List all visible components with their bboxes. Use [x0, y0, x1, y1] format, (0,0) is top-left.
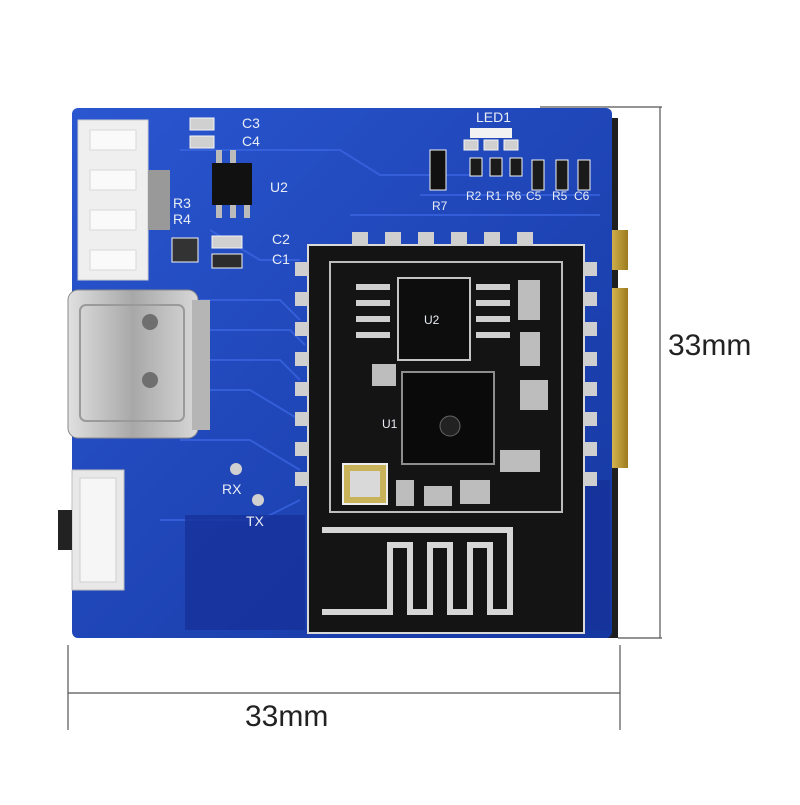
silk-tx: TX: [246, 513, 265, 529]
silk-c5: C5: [526, 189, 542, 203]
tx-via: [252, 494, 264, 506]
tactile-switch: [58, 469, 125, 591]
silk-c2: C2: [272, 231, 290, 247]
height-dimension-label: 33mm: [668, 329, 752, 362]
module-pads: [295, 232, 597, 486]
silk-c3: C3: [242, 115, 260, 131]
silk-c4: C4: [242, 133, 260, 149]
silk-module-u1: U1: [382, 417, 398, 431]
silk-rx: RX: [222, 481, 242, 497]
wifi-module: [295, 232, 597, 634]
silk-r4: R4: [173, 211, 191, 227]
jst-connector: [77, 119, 170, 281]
rx-via: [230, 463, 242, 475]
pcb-antenna: [322, 527, 513, 615]
dimension-lines: [67, 106, 662, 730]
silk-r5: R5: [552, 189, 568, 203]
width-dimension-label: 33mm: [245, 700, 329, 733]
edge-pin-strip: [608, 288, 628, 468]
silk-r2: R2: [466, 189, 482, 203]
usb-c-connector: [67, 289, 210, 439]
silkscreen-labels: LED1 C3 C4 U2 R3 R4 C2 C1 R7 R2 R1 R6 C5…: [173, 109, 590, 529]
led: [470, 128, 512, 138]
silk-r7: R7: [432, 199, 448, 213]
silk-c6: C6: [574, 189, 590, 203]
silk-module-u2: U2: [424, 313, 440, 327]
regulator-chip: [212, 150, 252, 218]
silk-r3: R3: [173, 195, 191, 211]
silk-led: LED1: [476, 109, 511, 125]
silk-c1: C1: [272, 251, 290, 267]
silk-r1: R1: [486, 189, 502, 203]
smd-components: [171, 117, 591, 269]
silk-u2: U2: [270, 179, 288, 195]
silk-r6: R6: [506, 189, 522, 203]
ground-pour: [185, 515, 305, 630]
